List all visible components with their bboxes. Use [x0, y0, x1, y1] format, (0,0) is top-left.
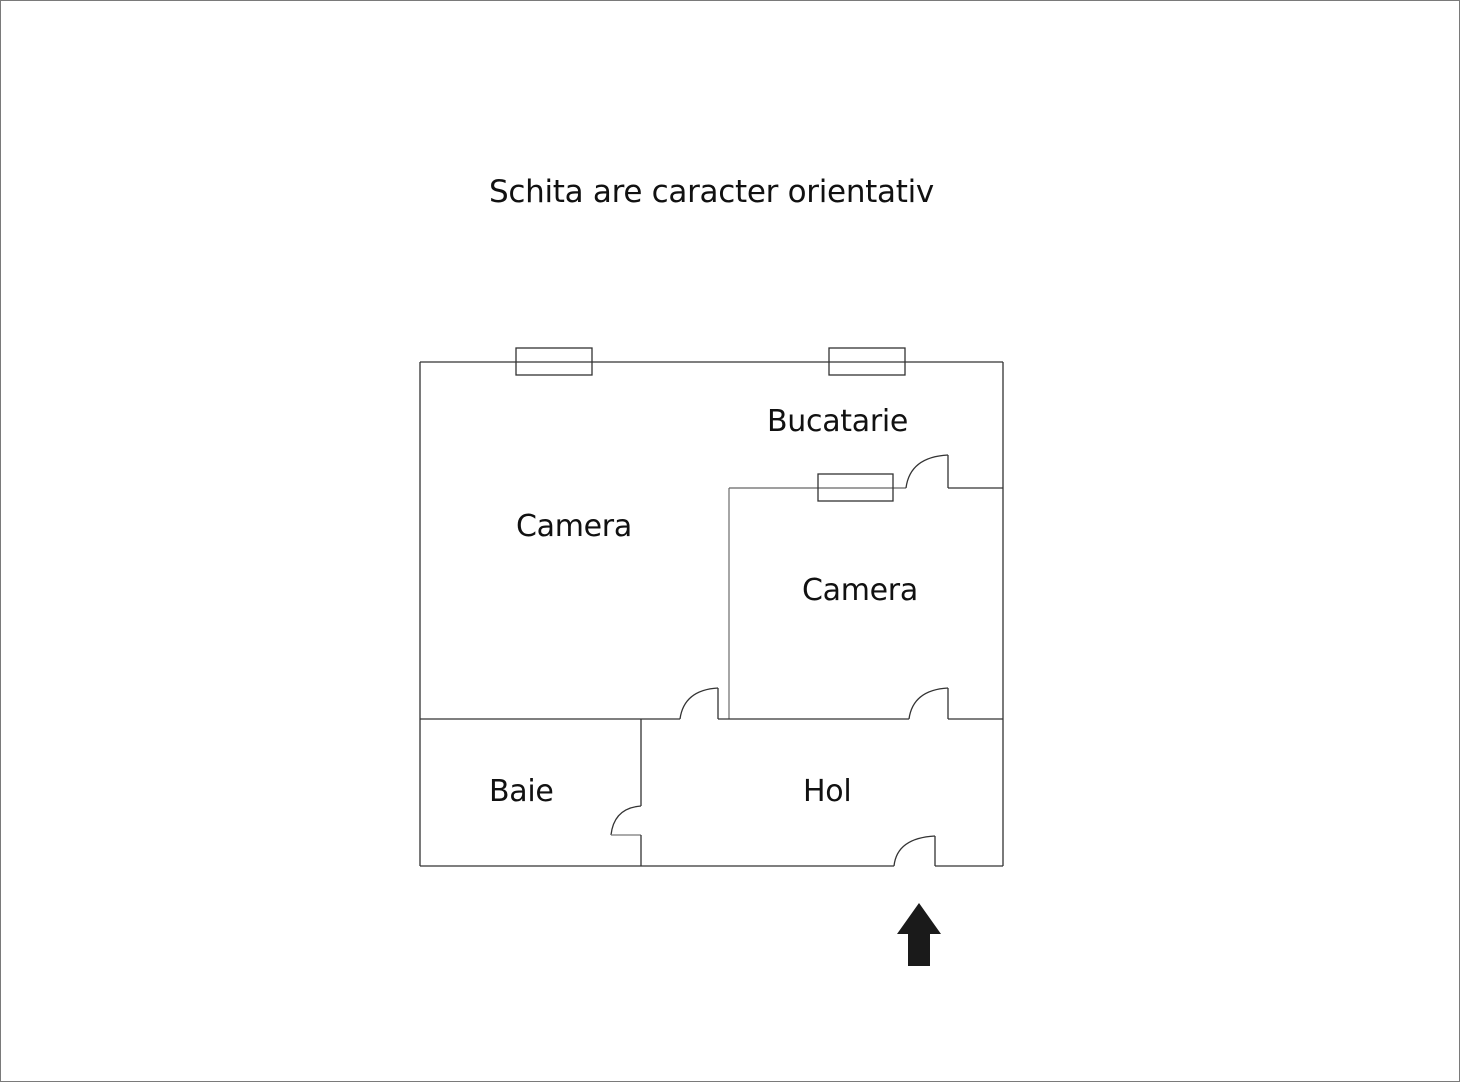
door-camera-2-bucatarie-swing: [905, 454, 949, 489]
room-label-camera-2: Camera: [802, 573, 918, 608]
room-label-hol: Hol: [803, 774, 852, 809]
window-bucatarie: [828, 347, 906, 376]
window-camera-1: [515, 347, 593, 376]
plan-disclaimer-title: Schita are caracter orientativ: [489, 174, 934, 210]
room-label-bucatarie: Bucatarie: [767, 404, 909, 439]
room-label-baie: Baie: [489, 774, 554, 809]
entrance-door-swing: [893, 835, 936, 867]
door-baie-swing: [610, 805, 642, 836]
up-arrow-icon: [897, 903, 941, 966]
window-camera-2: [817, 473, 894, 502]
door-camera-1-swing: [679, 687, 719, 720]
door-camera-2-swing: [908, 687, 949, 720]
room-label-camera-1: Camera: [516, 509, 632, 544]
